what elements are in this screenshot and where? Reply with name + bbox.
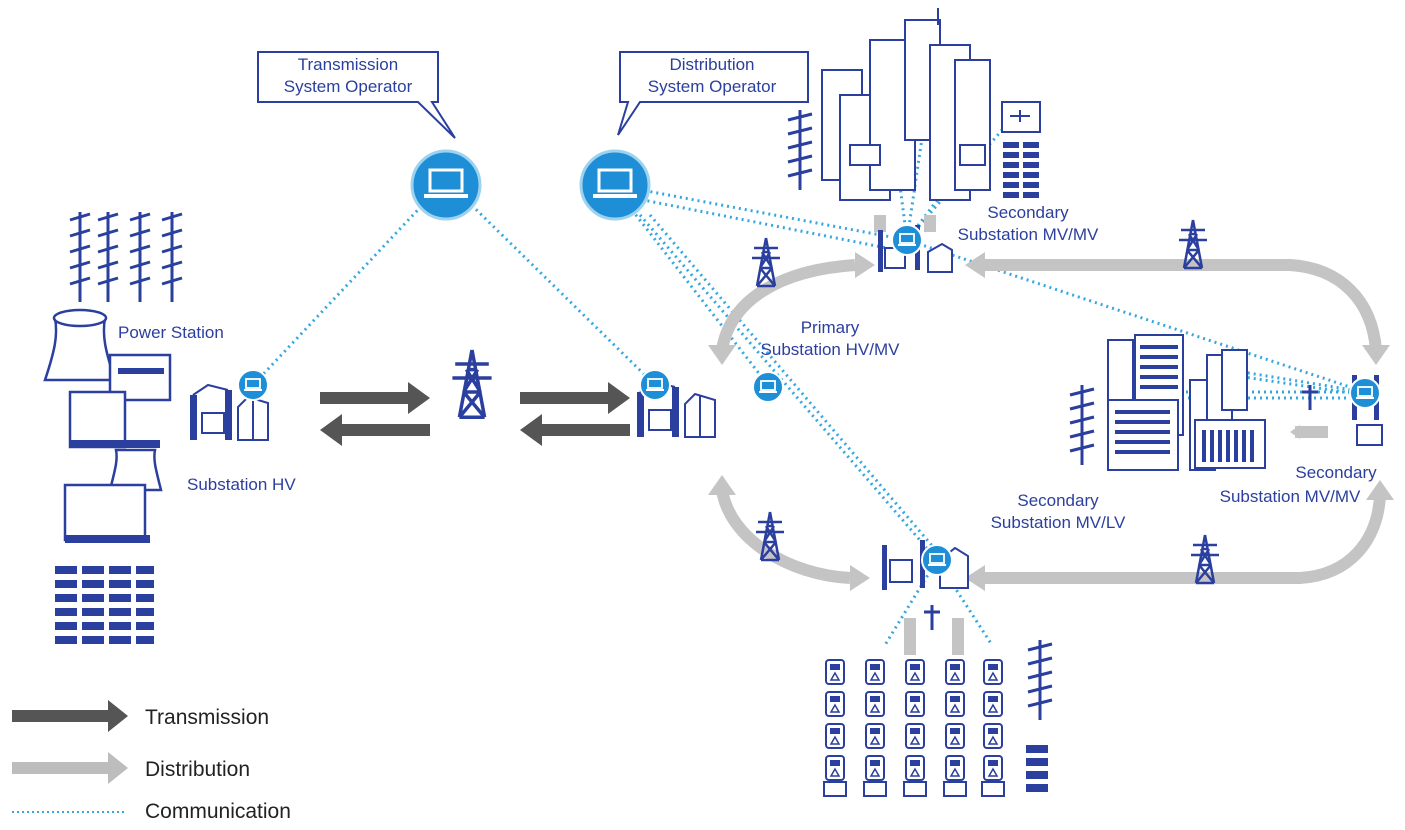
power-station-icon <box>43 210 184 543</box>
smart-meters-grid <box>823 659 1005 797</box>
laptop-icon <box>593 168 637 198</box>
dso-title-line2: System Operator <box>648 77 777 96</box>
transmission-arrows <box>320 382 630 446</box>
pylon-icon <box>1068 383 1096 467</box>
legend-transmission: Transmission <box>12 700 269 732</box>
distribution-arrow-icon <box>12 752 128 784</box>
secondary-top-label-line1: Secondary <box>987 203 1069 222</box>
legend-communication: Communication <box>12 800 291 823</box>
distribution-arrowheads <box>708 252 1394 591</box>
transmission-tower-icon <box>450 348 494 419</box>
solar-panels-icon <box>55 566 154 644</box>
tso-node[interactable] <box>410 149 482 221</box>
power-station-label: Power Station <box>118 323 224 342</box>
dso-title-line1: Distribution <box>669 55 754 74</box>
battery-stack-icon <box>1003 142 1039 198</box>
secondary-substation-mvlv-icon <box>882 540 969 630</box>
tso-title-line1: Transmission <box>298 55 398 74</box>
substation-hv-label: Substation HV <box>187 475 296 494</box>
transmission-arrow-icon <box>12 700 128 732</box>
legend-transmission-label: Transmission <box>145 706 269 729</box>
tso-title-line2: System Operator <box>284 77 413 96</box>
pylon-icon <box>786 108 814 192</box>
legend-communication-label: Communication <box>145 800 291 823</box>
substation-hv-icon <box>189 369 269 441</box>
legend-distribution: Distribution <box>12 752 250 784</box>
primary-substation-icon <box>636 369 784 438</box>
secondary-mvlv-label-line2: Substation MV/LV <box>991 513 1126 532</box>
battery-icon <box>1026 745 1048 792</box>
legend: Transmission Distribution Communication <box>12 700 291 823</box>
secondary-right-label-line2: Substation MV/MV <box>1220 487 1361 506</box>
dso-callout: Distribution System Operator <box>617 51 809 136</box>
secondary-mvlv-label-line1: Secondary <box>1017 491 1099 510</box>
distribution-arrows <box>716 215 1386 655</box>
tso-callout: Transmission System Operator <box>257 51 456 139</box>
legend-distribution-label: Distribution <box>145 758 250 781</box>
secondary-top-label-line2: Substation MV/MV <box>958 225 1099 244</box>
industrial-buildings-icon <box>1107 334 1266 471</box>
laptop-icon <box>424 168 468 198</box>
primary-substation-label-line2: Substation HV/MV <box>761 340 901 359</box>
primary-substation-label-line1: Primary <box>801 318 860 337</box>
city-buildings-icon <box>821 8 1041 201</box>
dso-node[interactable] <box>579 149 651 221</box>
secondary-substation-top-icon <box>878 224 953 273</box>
secondary-right-label-line1: Secondary <box>1295 463 1377 482</box>
pylon-icon <box>1026 638 1054 722</box>
industrial-windows <box>1115 345 1254 462</box>
secondary-substation-right-icon <box>1302 375 1383 446</box>
